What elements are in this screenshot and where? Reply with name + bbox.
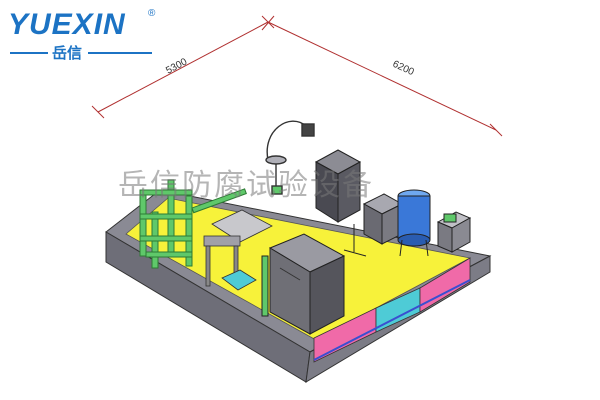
- logo-line-right: [88, 52, 152, 54]
- control-box: [362, 193, 404, 245]
- logo-text: YUEXIN: [8, 8, 126, 41]
- blue-tank: [397, 189, 431, 257]
- watermark-text: 岳信防腐试验设备: [118, 168, 374, 203]
- dark-cabinet: [314, 149, 367, 257]
- registered-mark: ®: [148, 8, 156, 19]
- dimension-6200: 6200: [391, 59, 416, 79]
- arm-lamp: [265, 120, 315, 195]
- dimension-lines: [91, 15, 503, 137]
- test-chamber: [261, 233, 346, 335]
- green-rack: [139, 179, 247, 269]
- front-panels: [313, 257, 471, 363]
- logo-chinese: 岳信: [52, 44, 83, 62]
- work-table: [203, 209, 273, 291]
- right-panel: [436, 211, 472, 253]
- logo-line-left: [10, 52, 48, 54]
- dimension-5300: 5300: [164, 56, 189, 76]
- brand-logo: YUEXIN ® 岳信: [8, 8, 158, 64]
